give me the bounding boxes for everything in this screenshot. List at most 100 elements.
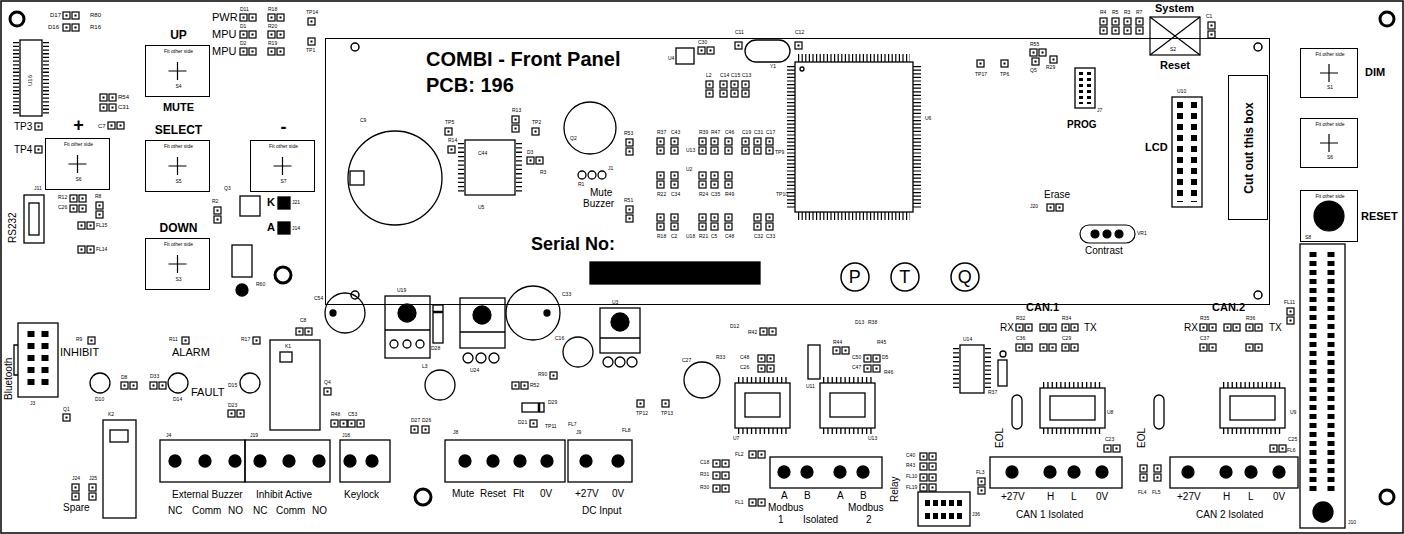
ic-outline — [458, 143, 464, 192]
smd-pads — [754, 214, 761, 230]
smd-pads — [108, 122, 124, 129]
silkscreen-label: J14 — [292, 226, 300, 231]
silkscreen-label: FL10 — [906, 474, 917, 479]
display-fixing — [1254, 43, 1262, 51]
silkscreen-label: R54 — [118, 94, 129, 100]
smd-pads — [713, 485, 729, 492]
silkscreen-label: R31 — [700, 472, 709, 477]
display-fixing — [351, 43, 359, 51]
switch-symbol — [1320, 64, 1338, 82]
smd-pads — [920, 463, 936, 470]
node-text: Fit other side — [1316, 194, 1345, 199]
silkscreen-label: FAULT — [191, 387, 224, 398]
silkscreen-label: J9 — [576, 430, 581, 435]
connector-outline — [1177, 102, 1183, 202]
silkscreen-label: +27V — [1001, 492, 1025, 502]
silkscreen-label: FL7 — [568, 422, 577, 427]
ic-outline — [1050, 396, 1095, 420]
silkscreen-label: C48 — [725, 234, 734, 239]
power-component — [460, 331, 505, 332]
silkscreen-label: D29 — [548, 400, 557, 405]
silkscreen-label: D16 — [48, 24, 59, 30]
silkscreen-label: D15 — [228, 383, 237, 388]
node-text: Fit other side — [1316, 122, 1345, 127]
terminal-block — [568, 440, 632, 482]
smd-pads — [725, 138, 732, 154]
terminal-block — [459, 455, 471, 467]
silkscreen-label: D1 — [240, 24, 246, 29]
silkscreen-label: C33 — [766, 234, 775, 239]
silkscreen-label: U13 — [868, 436, 877, 441]
node-text: Serial No: — [531, 235, 615, 253]
smd-pads — [35, 123, 42, 130]
silkscreen-label: C19 — [742, 130, 751, 135]
silkscreen-label: R44 — [833, 340, 842, 345]
silkscreen-label: R14 — [448, 138, 457, 143]
silkscreen-label: K2 — [108, 412, 114, 417]
smd-pads — [1032, 58, 1039, 65]
silkscreen-label: R12 — [58, 195, 67, 200]
power-component — [103, 40, 790, 518]
smd-pads — [348, 420, 364, 427]
node-text: S1 — [1327, 85, 1333, 90]
silkscreen-label: DC Input — [582, 506, 621, 516]
silkscreen-label: NO — [228, 506, 243, 516]
connector-outline — [29, 203, 39, 235]
silkscreen-label: C29 — [1062, 336, 1071, 341]
silkscreen-label: R51 — [624, 198, 633, 203]
connector-outline — [1313, 502, 1333, 522]
silkscreen-label: U18 — [686, 234, 695, 239]
silkscreen-label: J8 — [453, 430, 458, 435]
smd-pads — [699, 214, 706, 230]
power-component — [390, 340, 398, 348]
silkscreen-label: L3 — [422, 364, 428, 369]
connector-outline — [925, 500, 964, 506]
silkscreen-label: C34 — [671, 192, 680, 197]
silkscreen-label: NC — [253, 506, 267, 516]
silkscreen-label: R37 — [657, 130, 666, 135]
terminal-block — [1044, 466, 1056, 478]
smd-pads — [78, 222, 94, 229]
ic-outline — [1230, 396, 1275, 420]
silkscreen-label: D3 — [527, 150, 533, 155]
smd-pads — [671, 172, 678, 188]
smd-pads — [1062, 324, 1078, 331]
silkscreen-label: TP5 — [445, 120, 454, 125]
silkscreen-label: R46 — [884, 370, 893, 375]
smd-pads — [70, 205, 86, 212]
smd-pads — [448, 146, 455, 153]
smd-pads — [758, 365, 774, 372]
silkscreen-label: L — [1071, 492, 1077, 502]
silkscreen-label: ALARM — [172, 347, 210, 358]
smd-pads — [422, 426, 429, 433]
node-text: S5 — [175, 179, 181, 184]
ic-outline — [953, 348, 959, 388]
switch-symbol — [1080, 225, 1135, 243]
smd-pads — [324, 388, 331, 395]
connector-outline — [918, 492, 970, 526]
smd-pads — [920, 484, 936, 491]
smd-pads — [530, 420, 537, 427]
ic-outline — [823, 428, 872, 434]
silkscreen-label: J36 — [972, 512, 980, 517]
silkscreen-label: System — [1155, 3, 1194, 14]
power-component — [416, 340, 424, 348]
silkscreen-label: FL8 — [622, 428, 631, 433]
terminal-block — [801, 466, 813, 478]
silkscreen-label: +27V — [575, 489, 599, 499]
ic-outline — [787, 66, 795, 208]
silkscreen-label: C15 — [731, 73, 740, 78]
ic-outline — [676, 48, 694, 64]
silkscreen-label: Inhibit Active — [256, 490, 312, 500]
silkscreen-label: Mute — [452, 489, 474, 499]
silkscreen-label: D11 — [240, 7, 249, 12]
switch-symbol — [69, 17, 1345, 273]
silkscreen-label: R34 — [1062, 316, 1071, 321]
silkscreen-label: U3 — [612, 300, 618, 305]
circle-outline — [891, 263, 919, 291]
silkscreen-label: J1 — [608, 166, 613, 171]
silkscreen-label: MPU — [212, 46, 236, 57]
power-component — [600, 337, 640, 338]
silkscreen-label: Spare — [63, 503, 90, 513]
